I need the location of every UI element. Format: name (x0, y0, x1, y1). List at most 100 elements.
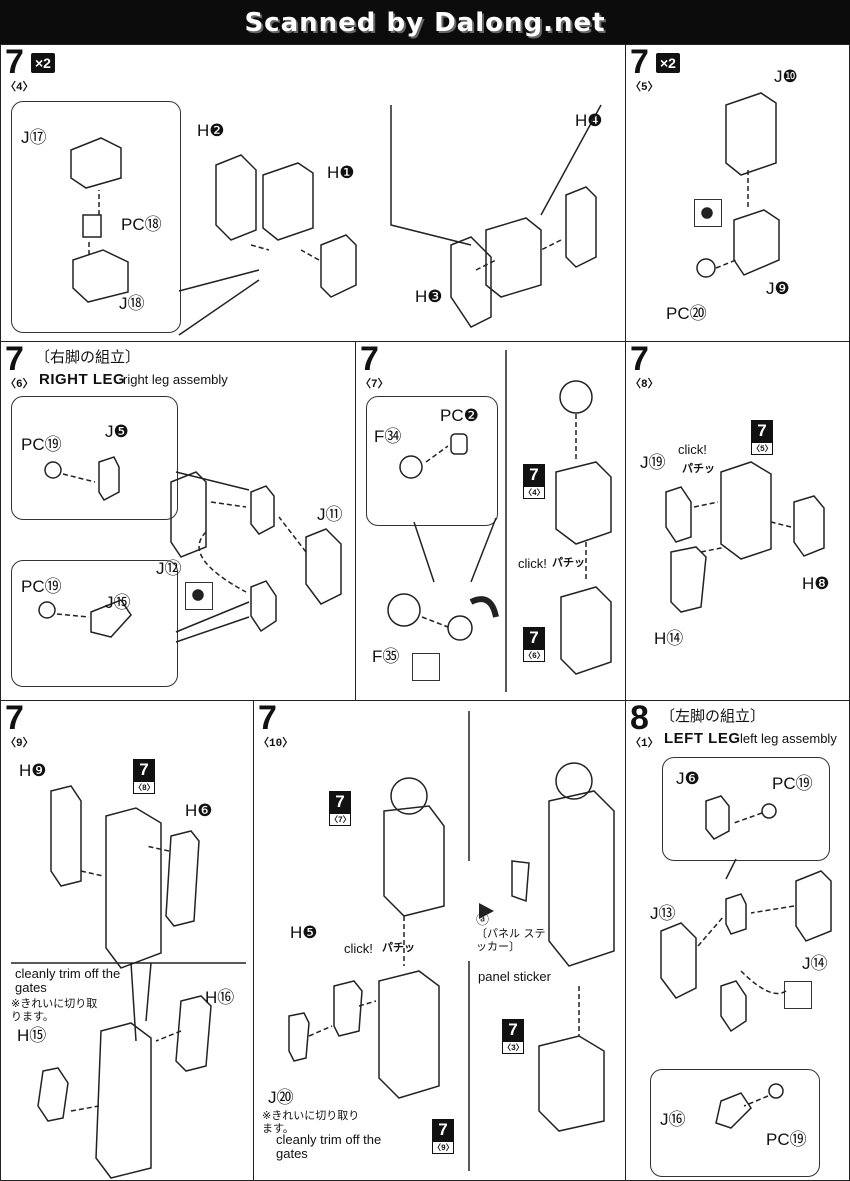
part-label: F㉟ (372, 647, 400, 666)
click-sound-jp: パチッ (682, 462, 715, 475)
assembly-illustration (11, 785, 246, 1179)
part-label: J❾ (766, 279, 790, 298)
step-reference: 7 〈8〉 (133, 759, 155, 794)
marker-symbol (784, 981, 812, 1009)
panel-step-7-6: 7 〈6〉 〔右脚の組立〕 RIGHT LEG right leg assemb… (0, 341, 356, 701)
section-subtitle: right leg assembly (123, 372, 228, 387)
ref-sub: 〈6〉 (523, 649, 545, 662)
subassembly-callout (650, 1069, 820, 1177)
trim-note-jp: ※きれいに切り取ります。 (262, 1109, 360, 1135)
step-sub: 〈8〉 (630, 379, 659, 391)
part-label: H❻ (185, 801, 213, 820)
subassembly-callout (11, 101, 181, 333)
ref-sub: 〈7〉 (329, 813, 351, 826)
part-label: H❶ (327, 163, 355, 182)
ref-sub: 〈5〉 (751, 442, 773, 455)
step-reference: 7 〈3〉 (502, 1019, 524, 1054)
part-label: J⑫ (156, 559, 182, 578)
step-number: 7 (630, 341, 649, 378)
subassembly-callout (662, 757, 830, 861)
part-label: H⑯ (205, 988, 235, 1007)
trim-note-en: cleanly trim off the gates (15, 966, 121, 995)
section-title-en: RIGHT LEG (39, 371, 126, 388)
ref-number: 7 (432, 1119, 454, 1141)
part-label: J⑲ (640, 453, 666, 472)
part-label: H❸ (415, 287, 443, 306)
step-number: 7 (5, 341, 24, 378)
part-label: H⑮ (17, 1026, 47, 1045)
marker-symbol (412, 653, 440, 681)
step-sub: 〈4〉 (5, 82, 34, 94)
part-label: J⑪ (317, 505, 343, 524)
part-label: H❽ (802, 574, 830, 593)
part-label: J⑮ (105, 593, 131, 612)
subassembly-callout (11, 560, 178, 687)
click-note: click! (678, 442, 707, 457)
ref-sub: 〈4〉 (523, 486, 545, 499)
part-label: J⑬ (650, 904, 676, 923)
part-label: H❹ (575, 111, 603, 130)
sticker-label-en: panel sticker (478, 969, 551, 984)
subassembly-callout (366, 396, 498, 526)
part-label: H❾ (19, 761, 47, 780)
step-reference: 7 〈9〉 (432, 1119, 454, 1154)
panel-step-7-9: 7 〈9〉 7 〈8〉 cleanly trim off the gates ※… (0, 700, 254, 1181)
section-title-en: LEFT LEG (664, 730, 741, 747)
part-label: F㉞ (374, 427, 402, 446)
assembly-illustration (70, 104, 602, 336)
part-label: H⑭ (654, 629, 684, 648)
click-sound-jp: パチッ (382, 941, 415, 954)
trim-note-en: cleanly trim off the gates (276, 1132, 382, 1161)
assembly-illustration (38, 456, 342, 643)
scan-banner: Scanned by Dalong.net (0, 0, 850, 46)
step-number: 7 (5, 700, 24, 737)
step-reference: 7 〈4〉 (523, 464, 545, 499)
panel-step-7-4: 7 〈4〉 ×2 J⑰ H❷ H❶ PC⑱ J⑱ H❹ H❸ (0, 44, 626, 342)
panel-step-8-1: 8 〈1〉 〔左脚の組立〕 LEFT LEG left leg assembly… (625, 700, 850, 1181)
ref-number: 7 (523, 464, 545, 486)
ref-number: 7 (329, 791, 351, 813)
quantity-badge: ×2 (31, 53, 55, 73)
part-label: PC⑲ (21, 577, 62, 596)
ref-number: 7 (133, 759, 155, 781)
step-number: 8 (630, 700, 649, 737)
step-sub: 〈10〉 (258, 738, 294, 750)
step-number: 7 (258, 700, 277, 737)
part-label: J⑱ (119, 294, 145, 313)
assembly-illustration (696, 92, 780, 278)
part-label: PC⑲ (772, 774, 813, 793)
step-sub: 〈7〉 (360, 379, 389, 391)
click-note: click! (518, 556, 547, 571)
ref-number: 7 (523, 627, 545, 649)
part-label: PC❷ (440, 406, 479, 425)
part-label: PC⑲ (21, 435, 62, 454)
step-number: 7 (360, 341, 379, 378)
part-label: PC⑳ (666, 304, 707, 323)
panel-step-7-10: 7 〈10〉 7 〈7〉 7 〈9〉 7 〈3〉 click! パチッ ※きれい… (253, 700, 626, 1181)
marker-symbol (694, 199, 722, 227)
section-title-jp: 〔左脚の組立〕 (660, 707, 766, 725)
assembly-illustration (288, 711, 615, 1171)
part-label: PC⑱ (121, 215, 162, 234)
part-label: J❺ (105, 422, 129, 441)
part-label: J❿ (774, 67, 798, 86)
step-sub: 〈6〉 (5, 379, 34, 391)
part-label: J⑯ (660, 1110, 686, 1129)
click-sound-jp: パチッ (552, 556, 585, 569)
trim-note-jp: ※きれいに切り取ります。 (11, 997, 98, 1023)
part-label: PC⑲ (766, 1130, 807, 1149)
part-label: J❻ (676, 769, 700, 788)
panel-step-7-5: 7 〈5〉 ×2 J❿ PC⑳ J❾ (625, 44, 850, 342)
ref-sub: 〈9〉 (432, 1141, 454, 1154)
sticker-label-jp: 〔パネル ステッカー〕 (476, 927, 546, 953)
panel-step-7-8: 7 〈8〉 7 〈5〉 click! パチッ J⑲ H❽ H⑭ (625, 341, 850, 701)
section-title-jp: 〔右脚の組立〕 (35, 348, 141, 366)
quantity-badge: ×2 (656, 53, 680, 73)
part-label: J⑭ (802, 954, 828, 973)
step-number: 7 (5, 44, 24, 81)
assembly-illustration (665, 461, 825, 613)
assembly-illustration (660, 795, 832, 1129)
step-reference: 7 〈6〉 (523, 627, 545, 662)
section-subtitle: left leg assembly (740, 731, 837, 746)
part-label: H❷ (197, 121, 225, 140)
